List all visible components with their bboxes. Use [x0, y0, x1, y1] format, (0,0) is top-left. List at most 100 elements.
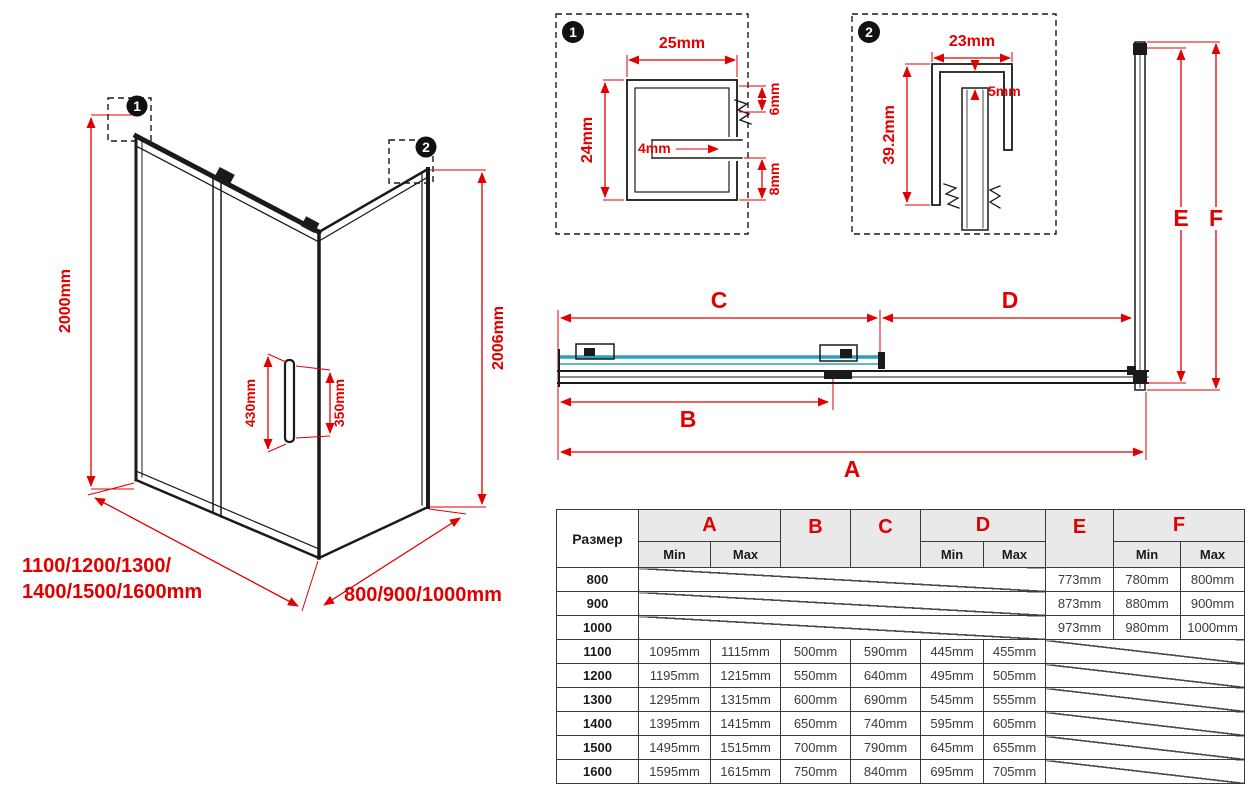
callout-2-frame — [388, 139, 434, 184]
dim-23: 23mm — [949, 33, 995, 50]
value-cell: 655mm — [983, 735, 1047, 760]
roller-carriage-left — [575, 343, 615, 360]
iso-view: 1 2 2000mm 2006mm 430mm 350mm 1100/1200/… — [22, 95, 507, 612]
seal-clip-2 — [943, 183, 960, 209]
dim-430: 430mm — [242, 379, 258, 427]
profile-2-channel — [931, 63, 1013, 206]
dim-2006: 2006mm — [490, 306, 507, 370]
size-column-header: Размер — [556, 509, 639, 568]
a-min-header: Min — [638, 541, 711, 568]
dim-25: 25mm — [659, 35, 705, 52]
size-cell: 1100 — [556, 639, 639, 664]
callout-1-number: 1 — [133, 98, 141, 114]
dim-350: 350mm — [331, 379, 347, 427]
not-applicable-cell — [1045, 663, 1246, 688]
not-applicable-cell — [637, 615, 1047, 640]
dim-a: A — [844, 456, 861, 482]
value-cell: 590mm — [850, 639, 922, 664]
glass-panel-section — [961, 87, 989, 231]
value-cell: 550mm — [780, 663, 852, 688]
value-cell: 880mm — [1113, 591, 1182, 616]
size-cell: 1200 — [556, 663, 639, 688]
column-group-a: A — [637, 509, 782, 542]
dim-line-width — [94, 497, 299, 607]
stopper-block — [824, 370, 852, 379]
side-top-inner — [318, 176, 429, 242]
dim-e: E — [1173, 205, 1188, 231]
value-cell: 1495mm — [638, 735, 711, 760]
value-cell: 455mm — [983, 639, 1047, 664]
value-cell: 1615mm — [709, 759, 782, 784]
value-cell: 790mm — [850, 735, 922, 760]
column-group-e: E — [1045, 509, 1115, 568]
roller-bracket — [214, 166, 235, 186]
dim-b: B — [680, 406, 697, 432]
value-cell: 900mm — [1180, 591, 1246, 616]
column-group-c: C — [850, 509, 922, 568]
size-cell: 900 — [556, 591, 639, 616]
not-applicable-cell — [1045, 735, 1246, 760]
value-cell: 1000mm — [1180, 615, 1246, 640]
dim-8: 8mm — [766, 163, 782, 196]
size-cell: 800 — [556, 567, 639, 592]
dim-d: D — [1002, 287, 1019, 313]
value-cell: 595mm — [920, 711, 985, 736]
detail-2-frame — [851, 13, 1057, 235]
value-cell: 980mm — [1113, 615, 1182, 640]
value-cell: 505mm — [983, 663, 1047, 688]
value-cell: 873mm — [1045, 591, 1115, 616]
column-group-d: D — [920, 509, 1047, 542]
corner-connector — [1127, 366, 1136, 375]
f-max-header: Max — [1180, 541, 1246, 568]
side-panel-plan-profile — [1134, 41, 1146, 391]
wall-bracket-bottom — [1133, 371, 1147, 383]
dim-6: 6mm — [766, 83, 782, 116]
not-applicable-cell — [1045, 759, 1246, 784]
value-cell: 800mm — [1180, 567, 1246, 592]
corner-fitting — [301, 216, 320, 234]
value-cell: 555mm — [983, 687, 1047, 712]
detail-2-badge — [858, 21, 880, 43]
value-cell: 605mm — [983, 711, 1047, 736]
f-min-header: Min — [1113, 541, 1182, 568]
size-cell: 1500 — [556, 735, 639, 760]
callout-2-number: 2 — [422, 139, 430, 155]
dim-line-depth — [323, 517, 461, 606]
value-cell: 1595mm — [638, 759, 711, 784]
size-cell: 1600 — [556, 759, 639, 784]
value-cell: 1095mm — [638, 639, 711, 664]
value-cell: 973mm — [1045, 615, 1115, 640]
dim-c: C — [711, 287, 728, 313]
side-bottom-edge — [317, 505, 430, 560]
size-cell: 1400 — [556, 711, 639, 736]
dim-f: F — [1209, 205, 1223, 231]
callout-1-badge — [126, 95, 148, 117]
value-cell: 495mm — [920, 663, 985, 688]
value-cell: 445mm — [920, 639, 985, 664]
value-cell: 1515mm — [709, 735, 782, 760]
size-cell: 1000 — [556, 615, 639, 640]
dim-392: 39.2mm — [881, 105, 898, 165]
column-group-b: B — [780, 509, 852, 568]
bottom-rail-inner — [135, 470, 320, 550]
value-cell: 840mm — [850, 759, 922, 784]
value-cell: 645mm — [920, 735, 985, 760]
dim-4: 4mm — [638, 140, 671, 156]
value-cell: 750mm — [780, 759, 852, 784]
value-cell: 700mm — [780, 735, 852, 760]
column-group-f: F — [1113, 509, 1246, 542]
not-applicable-cell — [1045, 639, 1246, 664]
depth-sizes: 800/900/1000mm — [344, 584, 502, 606]
seal-clip-3 — [988, 185, 1002, 209]
not-applicable-cell — [637, 567, 1047, 592]
detail-2-view: 2 23mm 39.2mm 5mm — [851, 13, 1057, 235]
value-cell: 705mm — [983, 759, 1047, 784]
plan-view: C D B A — [557, 287, 1149, 482]
